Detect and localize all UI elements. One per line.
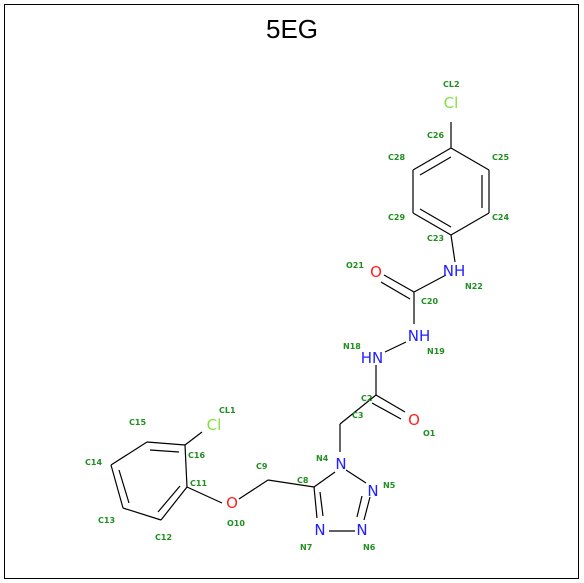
label-c26: C26 bbox=[427, 131, 444, 140]
atom-n4: N bbox=[335, 455, 346, 473]
label-c8: C8 bbox=[297, 476, 309, 485]
molecule-title: 5EG bbox=[265, 14, 319, 44]
bond-c8-n7-double bbox=[319, 491, 324, 517]
label-n18: N18 bbox=[343, 342, 361, 351]
label-o10: O10 bbox=[227, 519, 245, 528]
label-c14: C14 bbox=[85, 458, 102, 467]
bond-n5-n6 bbox=[363, 496, 371, 521]
bond-n22-c20 bbox=[413, 274, 447, 293]
label-c23: C23 bbox=[427, 234, 444, 243]
bond-c15-c14 bbox=[110, 441, 148, 466]
bond-c16-c15-inner bbox=[149, 449, 180, 453]
bond-c29-c23-inner bbox=[419, 208, 452, 228]
atom-cl2: Cl bbox=[444, 94, 459, 112]
label-o21: O21 bbox=[346, 261, 364, 270]
bond-c26-c25 bbox=[450, 147, 490, 171]
bond-c2-c3 bbox=[339, 394, 377, 425]
bond-c2-o1 bbox=[375, 394, 406, 413]
bond-c12-c11 bbox=[160, 486, 188, 521]
bond-o10-c11 bbox=[186, 486, 223, 504]
atom-n6: N bbox=[356, 521, 367, 539]
label-n4: N4 bbox=[316, 454, 329, 463]
label-cl1: CL1 bbox=[219, 406, 236, 415]
label-c11: C11 bbox=[190, 479, 207, 488]
atom-symbols: Cl NH O NH HN O N N N N O Cl bbox=[207, 94, 466, 539]
atom-o1: O bbox=[408, 411, 420, 429]
label-c13: C13 bbox=[98, 516, 115, 525]
label-c28: C28 bbox=[388, 153, 405, 162]
bond-c26-c28 bbox=[412, 147, 452, 171]
atom-n5: N bbox=[367, 482, 378, 500]
label-n6: N6 bbox=[363, 543, 376, 552]
bond-c8-n7 bbox=[313, 486, 318, 519]
label-c20: C20 bbox=[421, 297, 438, 306]
bond-c2-o1-double bbox=[371, 402, 402, 420]
bond-c11-c16 bbox=[184, 444, 188, 488]
label-c29: C29 bbox=[388, 213, 405, 222]
bond-c16-cl1 bbox=[184, 431, 203, 446]
atom-labels: CL2 C26 C28 C25 C29 C24 C23 O21 N22 C20 … bbox=[85, 80, 509, 552]
bond-c26-c28-inner bbox=[419, 156, 452, 176]
label-cl2: CL2 bbox=[443, 80, 460, 89]
bond-c23-n22 bbox=[450, 234, 456, 263]
label-n22: N22 bbox=[465, 282, 483, 291]
bond-c29-c23 bbox=[412, 212, 452, 236]
atom-n18: HN bbox=[361, 349, 384, 367]
label-c2: C2 bbox=[361, 394, 372, 403]
atom-o21: O bbox=[370, 263, 382, 281]
label-c12: C12 bbox=[155, 533, 172, 542]
bond-c13-c12 bbox=[122, 507, 162, 521]
bond-n4-n5 bbox=[345, 469, 367, 484]
bond-c20-o21 bbox=[383, 274, 415, 293]
bond-c8-c9 bbox=[267, 479, 315, 488]
label-c15: C15 bbox=[129, 418, 146, 427]
label-c3: C3 bbox=[352, 411, 363, 420]
bond-c24-c23 bbox=[450, 212, 490, 236]
atom-n22: NH bbox=[443, 262, 466, 280]
label-n5: N5 bbox=[383, 481, 396, 490]
label-c25: C25 bbox=[492, 153, 509, 162]
bond-c20-o21-double bbox=[380, 281, 411, 300]
label-o1: O1 bbox=[423, 429, 436, 438]
bond-c12-c11-inner bbox=[157, 485, 181, 513]
label-c9: C9 bbox=[256, 462, 268, 471]
atom-n7: N bbox=[314, 521, 325, 539]
bond-n5-n6-double bbox=[356, 495, 363, 518]
bond-c14-c13-inner bbox=[118, 469, 130, 504]
label-c16: C16 bbox=[188, 451, 205, 460]
bond-c9-o10 bbox=[238, 479, 269, 500]
label-c24: C24 bbox=[492, 213, 509, 222]
label-n7: N7 bbox=[300, 543, 312, 552]
label-n19: N19 bbox=[427, 347, 445, 356]
bond-n4-c8 bbox=[313, 471, 336, 488]
bonds bbox=[110, 122, 490, 532]
bond-c16-c15 bbox=[146, 441, 186, 446]
atom-cl1: Cl bbox=[207, 416, 222, 434]
atom-o10: O bbox=[226, 494, 238, 512]
bond-n19-n18 bbox=[384, 341, 407, 353]
atom-n19: NH bbox=[408, 327, 431, 345]
bond-c14-c13 bbox=[110, 464, 124, 509]
